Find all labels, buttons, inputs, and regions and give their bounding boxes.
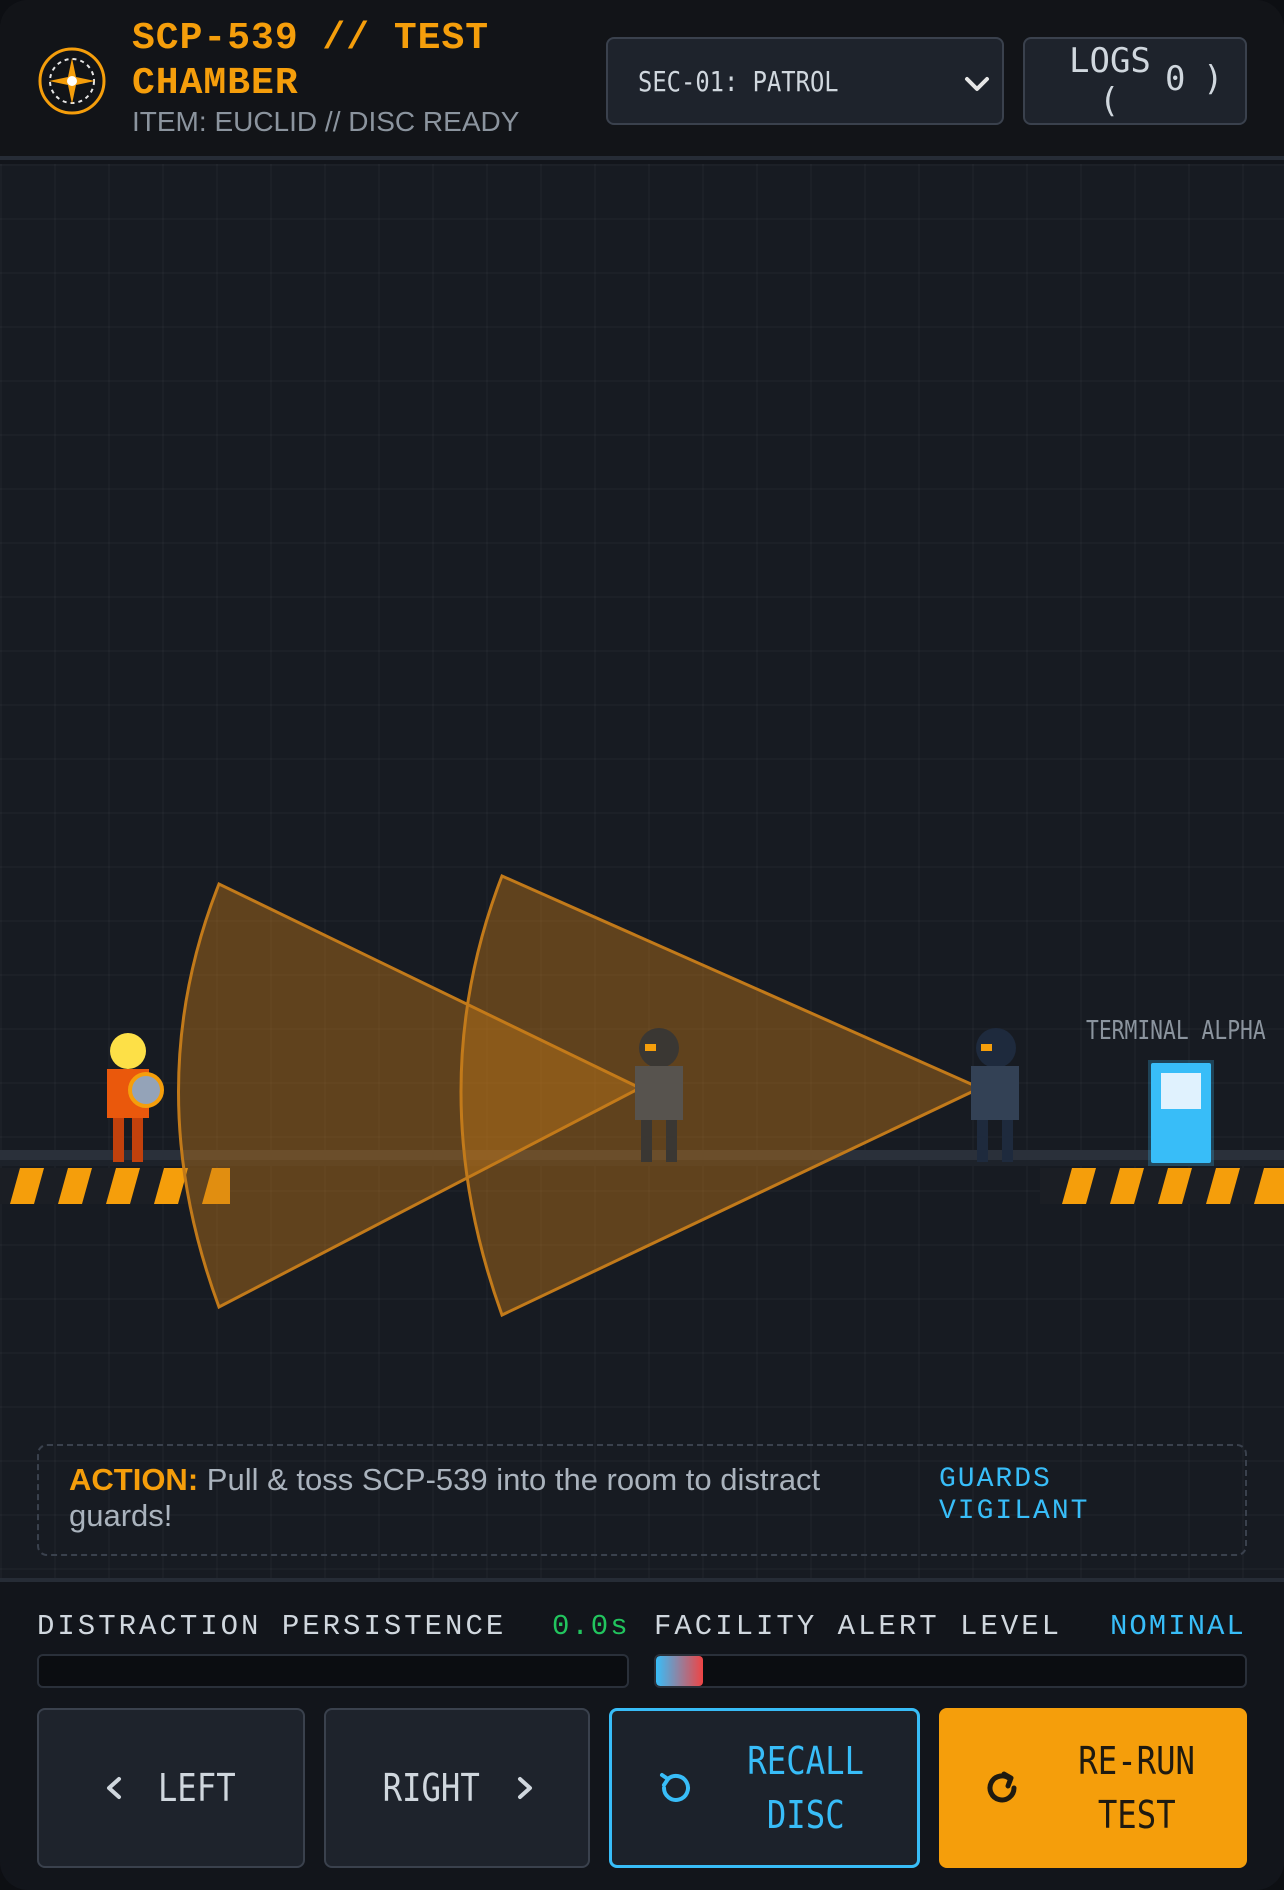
alert-meter-fill (656, 1656, 704, 1686)
undo-icon (659, 1773, 690, 1802)
alert-meter-label: FACILITY ALERT LEVEL (654, 1610, 1063, 1643)
chevron-right-icon (518, 1777, 533, 1799)
action-description: Pull & toss SCP-539 into the room to dis… (69, 1462, 821, 1533)
recall-button-line2: DISC (766, 1793, 845, 1837)
scene-canvas (0, 873, 1284, 1318)
hazard-stripe-right (1040, 1168, 1284, 1204)
alert-meter (654, 1654, 1247, 1688)
left-button-label: LEFT (158, 1766, 236, 1810)
logs-count: 0 (1165, 59, 1186, 99)
terminal-label: TERMINAL ALPHA (1086, 1016, 1266, 1046)
right-button[interactable]: RIGHT (324, 1708, 590, 1868)
alert-meter-value: NOMINAL (1110, 1610, 1246, 1643)
distraction-meter-label: DISTRACTION PERSISTENCE (37, 1610, 507, 1643)
left-button[interactable]: LEFT (37, 1708, 305, 1868)
rerun-test-button[interactable]: RE-RUN TEST (939, 1708, 1247, 1868)
scp-539-disc (128, 1072, 164, 1108)
logs-button[interactable]: LOGS ( 0 ) (1023, 37, 1247, 125)
sector-select[interactable]: SEC-01: PATROL (606, 37, 1004, 125)
rerun-button-line1: RE-RUN (1078, 1739, 1196, 1783)
recall-button-line1: RECALL (747, 1739, 864, 1783)
player-character (107, 1033, 164, 1162)
terminal-alpha (1148, 1060, 1214, 1166)
guards-status: GUARDS VIGILANT (939, 1464, 1090, 1527)
action-prefix: ACTION: (69, 1462, 199, 1497)
refresh-icon (987, 1771, 1017, 1803)
logs-close-paren: ) (1203, 59, 1224, 99)
item-status: ITEM: EUCLID // DISC READY (132, 106, 520, 137)
crosshair-compass-icon (38, 47, 106, 115)
guard-1 (635, 1028, 683, 1162)
chevron-down-icon (965, 77, 989, 91)
logs-button-label: LOGS (1069, 41, 1151, 81)
control-panel: DISTRACTION PERSISTENCE 0.0s FACILITY AL… (0, 1578, 1284, 1890)
action-hint: ACTION: Pull & toss SCP-539 into the roo… (37, 1444, 1247, 1556)
rerun-button-line2: TEST (1098, 1793, 1176, 1837)
guard-2 (971, 1028, 1019, 1162)
page-title: SCP-539 // TEST CHAMBER (132, 17, 490, 105)
hazard-stripe-left (0, 1168, 230, 1204)
guard-2-vision-cone (459, 873, 984, 1318)
recall-disc-button[interactable]: RECALL DISC (609, 1708, 920, 1868)
game-stage[interactable]: TERMINAL ALPHA ACTION: Pull & toss SCP-5… (0, 164, 1284, 1578)
sector-select-value: SEC-01: PATROL (638, 65, 839, 98)
distraction-meter-value: 0.0s (552, 1610, 630, 1643)
right-button-label: RIGHT (382, 1766, 480, 1810)
chevron-left-icon (107, 1777, 122, 1799)
distraction-meter (37, 1654, 629, 1688)
floor-shadow (0, 1160, 1284, 1166)
action-text: ACTION: Pull & toss SCP-539 into the roo… (69, 1462, 889, 1534)
header: SCP-539 // TEST CHAMBER ITEM: EUCLID // … (0, 0, 1284, 160)
logs-open-paren: ( (1099, 81, 1120, 121)
guard-1-vision-cone (177, 881, 644, 1310)
